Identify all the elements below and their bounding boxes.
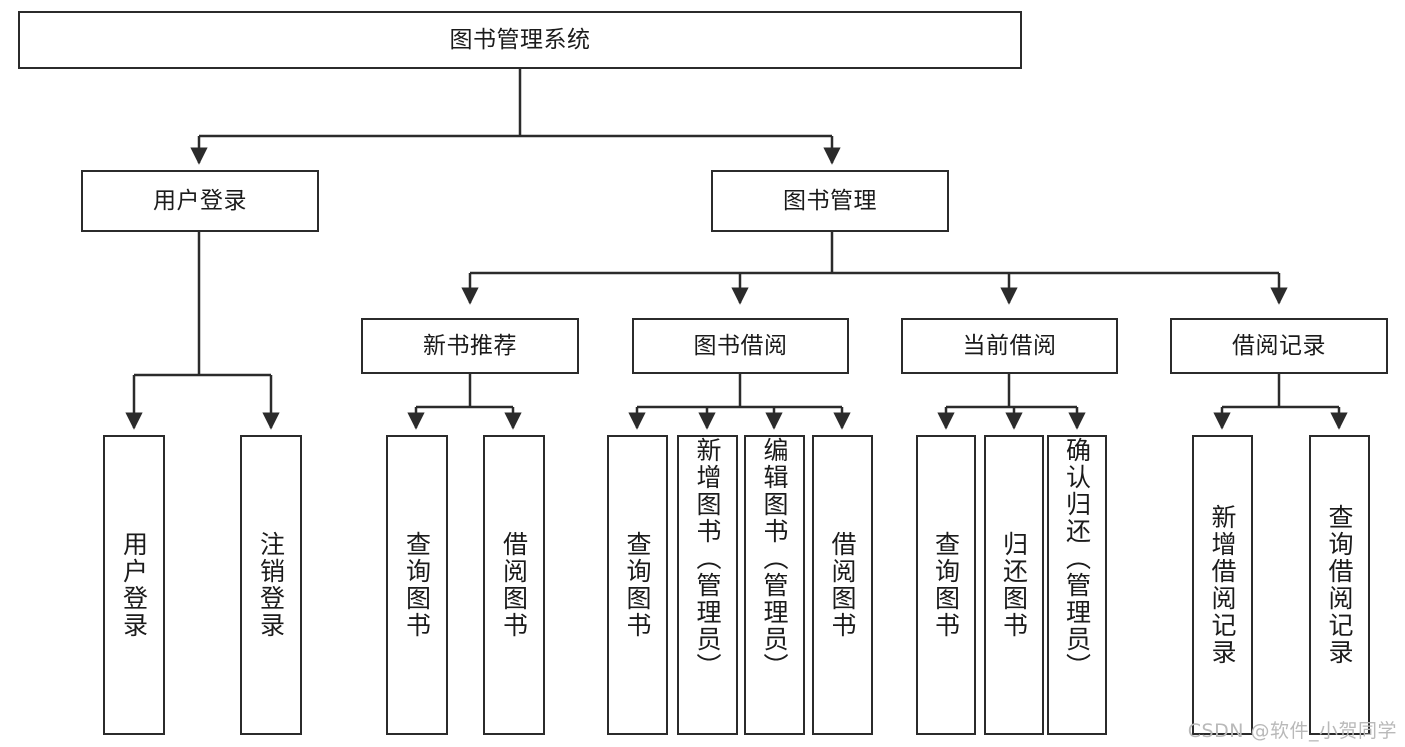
leaf-borrow-book-2-label: 借阅图书	[828, 531, 857, 639]
leaf-logout[interactable]: 注销登录	[240, 435, 302, 735]
node-user-login-label: 用户登录	[153, 187, 247, 214]
node-book-borrow[interactable]: 图书借阅	[632, 318, 849, 374]
node-current-borrow[interactable]: 当前借阅	[901, 318, 1118, 374]
leaf-confirm-return-label: 确认归还（管理员）	[1062, 437, 1092, 680]
leaf-confirm-return[interactable]: 确认归还（管理员）	[1047, 435, 1107, 735]
node-user-login[interactable]: 用户登录	[81, 170, 319, 232]
leaf-return-book[interactable]: 归还图书	[984, 435, 1044, 735]
leaf-query-record[interactable]: 查询借阅记录	[1309, 435, 1370, 735]
leaf-borrow-book-2[interactable]: 借阅图书	[812, 435, 873, 735]
leaf-return-book-label: 归还图书	[999, 531, 1029, 639]
leaf-borrow-book-1[interactable]: 借阅图书	[483, 435, 545, 735]
leaf-edit-book-label: 编辑图书（管理员）	[760, 437, 789, 680]
node-root[interactable]: 图书管理系统	[18, 11, 1022, 69]
leaf-query-book-3[interactable]: 查询图书	[916, 435, 976, 735]
leaf-logout-label: 注销登录	[256, 531, 286, 639]
node-new-book-rec-label: 新书推荐	[423, 332, 517, 359]
leaf-edit-book[interactable]: 编辑图书（管理员）	[744, 435, 805, 735]
csdn-watermark: CSDN @软件_小贺同学	[1187, 720, 1397, 742]
leaf-add-record[interactable]: 新增借阅记录	[1192, 435, 1253, 735]
node-root-label: 图书管理系统	[449, 26, 591, 53]
node-book-manage[interactable]: 图书管理	[711, 170, 949, 232]
leaf-query-book-2-label: 查询图书	[623, 531, 652, 639]
leaf-add-record-label: 新增借阅记录	[1208, 504, 1237, 666]
leaf-query-book-3-label: 查询图书	[931, 531, 961, 639]
node-new-book-rec[interactable]: 新书推荐	[361, 318, 579, 374]
leaf-query-record-label: 查询借阅记录	[1325, 504, 1354, 666]
node-current-borrow-label: 当前借阅	[962, 332, 1057, 359]
node-book-manage-label: 图书管理	[783, 187, 877, 214]
leaf-user-login[interactable]: 用户登录	[103, 435, 165, 735]
leaf-borrow-book-1-label: 借阅图书	[499, 531, 529, 639]
leaf-query-book-1[interactable]: 查询图书	[386, 435, 448, 735]
node-book-borrow-label: 图书借阅	[693, 332, 788, 359]
node-borrow-record[interactable]: 借阅记录	[1170, 318, 1388, 374]
leaf-add-book[interactable]: 新增图书（管理员）	[677, 435, 738, 735]
leaf-query-book-1-label: 查询图书	[402, 531, 432, 639]
leaf-query-book-2[interactable]: 查询图书	[607, 435, 668, 735]
node-borrow-record-label: 借阅记录	[1232, 332, 1326, 359]
leaf-user-login-label: 用户登录	[119, 531, 149, 639]
leaf-add-book-label: 新增图书（管理员）	[693, 437, 722, 680]
